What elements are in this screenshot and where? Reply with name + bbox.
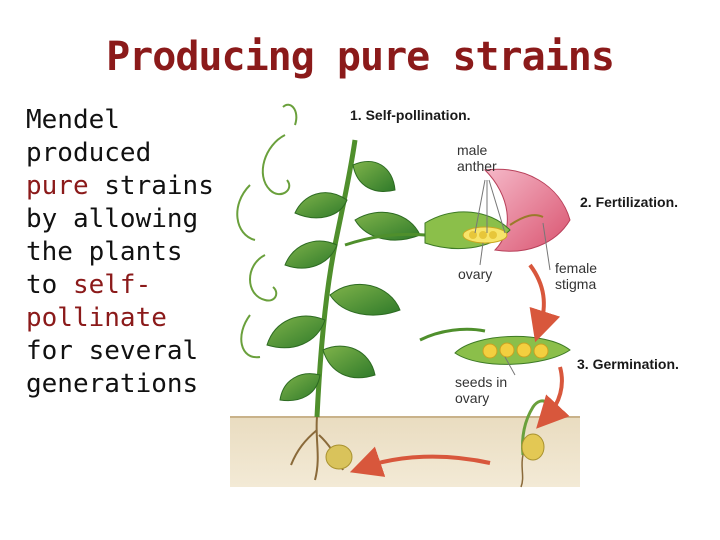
- label-germination: 3. Germination.: [577, 356, 679, 372]
- text-line: generations: [26, 369, 199, 399]
- highlight-pollinate: pollinate: [26, 303, 167, 333]
- label-anther: anther: [457, 158, 497, 174]
- arrow-to-seedling: [536, 366, 570, 429]
- flower-stem: [344, 232, 426, 247]
- text-line: by allowing: [26, 204, 199, 234]
- text-line: for several: [26, 336, 199, 366]
- label-stigma: stigma: [555, 276, 596, 292]
- highlight-self: self-: [72, 270, 152, 300]
- label-self-pollination: 1. Self-pollination.: [350, 107, 471, 123]
- arrow-to-plant: [349, 446, 491, 477]
- leaves: [266, 160, 421, 402]
- label-seeds-ovary: ovary: [455, 390, 489, 406]
- label-fertilization: 2. Fertilization.: [580, 194, 678, 210]
- text-fragment: strains: [88, 171, 214, 201]
- text-fragment: to: [26, 270, 73, 300]
- callout-lines: [474, 179, 551, 376]
- pea-pod: [454, 336, 571, 365]
- body-text: Mendel produced pure strains by allowing…: [26, 104, 226, 401]
- flower: [424, 168, 571, 252]
- highlight-pure: pure: [26, 171, 89, 201]
- label-female: female: [555, 260, 597, 276]
- label-male: male: [457, 142, 488, 158]
- label-ovary: ovary: [458, 266, 492, 282]
- text-line: produced: [26, 138, 152, 168]
- text-line: the plants: [26, 237, 183, 267]
- text-line: to self-: [26, 269, 226, 302]
- pea-plant-diagram: 1. Self-pollination. male anther 2. Fert…: [230, 103, 679, 488]
- pod-stem: [419, 327, 486, 342]
- text-line: pure strains: [26, 170, 226, 203]
- seed: [325, 444, 353, 470]
- label-seeds-in: seeds in: [455, 374, 507, 390]
- arrow-to-pod: [528, 263, 561, 343]
- text-line: Mendel: [26, 105, 120, 135]
- tendrils: [236, 103, 298, 359]
- slide-title: Producing pure strains: [106, 34, 615, 80]
